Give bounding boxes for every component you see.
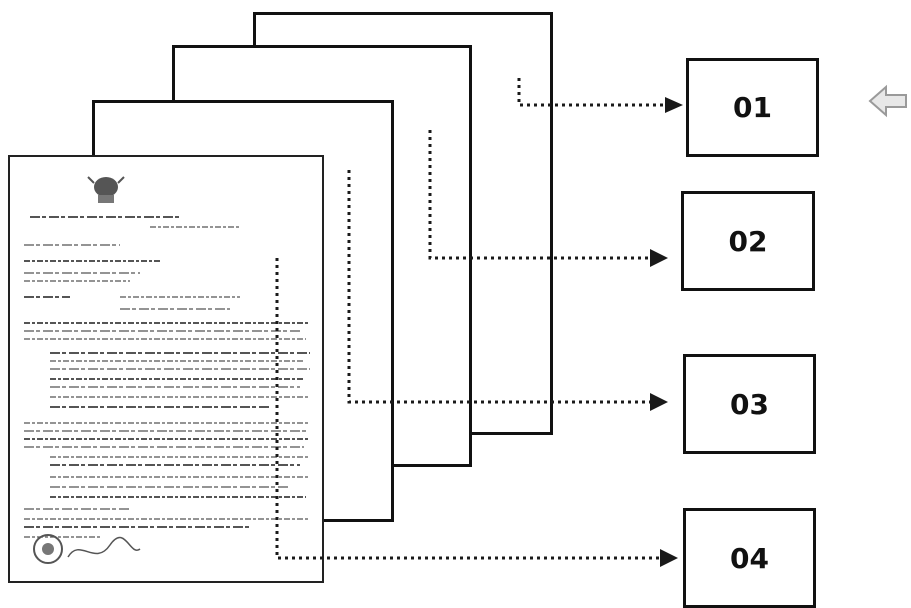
document-content	[24, 176, 310, 564]
document-page	[8, 155, 324, 583]
arrowhead-01	[665, 97, 683, 113]
document-text-lines	[24, 216, 310, 538]
label-02: 02	[728, 224, 768, 258]
connector-01	[517, 78, 665, 107]
label-03: 03	[730, 387, 769, 421]
connector-04	[275, 258, 660, 560]
arrowhead-04	[660, 549, 678, 567]
label-04: 04	[730, 541, 769, 575]
arrowhead-02	[650, 249, 668, 267]
label-box-03: 03	[683, 354, 816, 454]
left-arrow-icon	[868, 84, 907, 118]
label-box-04: 04	[683, 508, 816, 608]
connector-02	[428, 130, 650, 260]
crest-icon	[87, 176, 125, 203]
label-01: 01	[733, 91, 772, 124]
arrowhead-03	[650, 393, 668, 411]
label-box-02: 02	[681, 191, 815, 291]
label-box-01: 01	[686, 58, 819, 157]
seal-icon	[33, 534, 141, 564]
connector-03	[347, 170, 650, 404]
